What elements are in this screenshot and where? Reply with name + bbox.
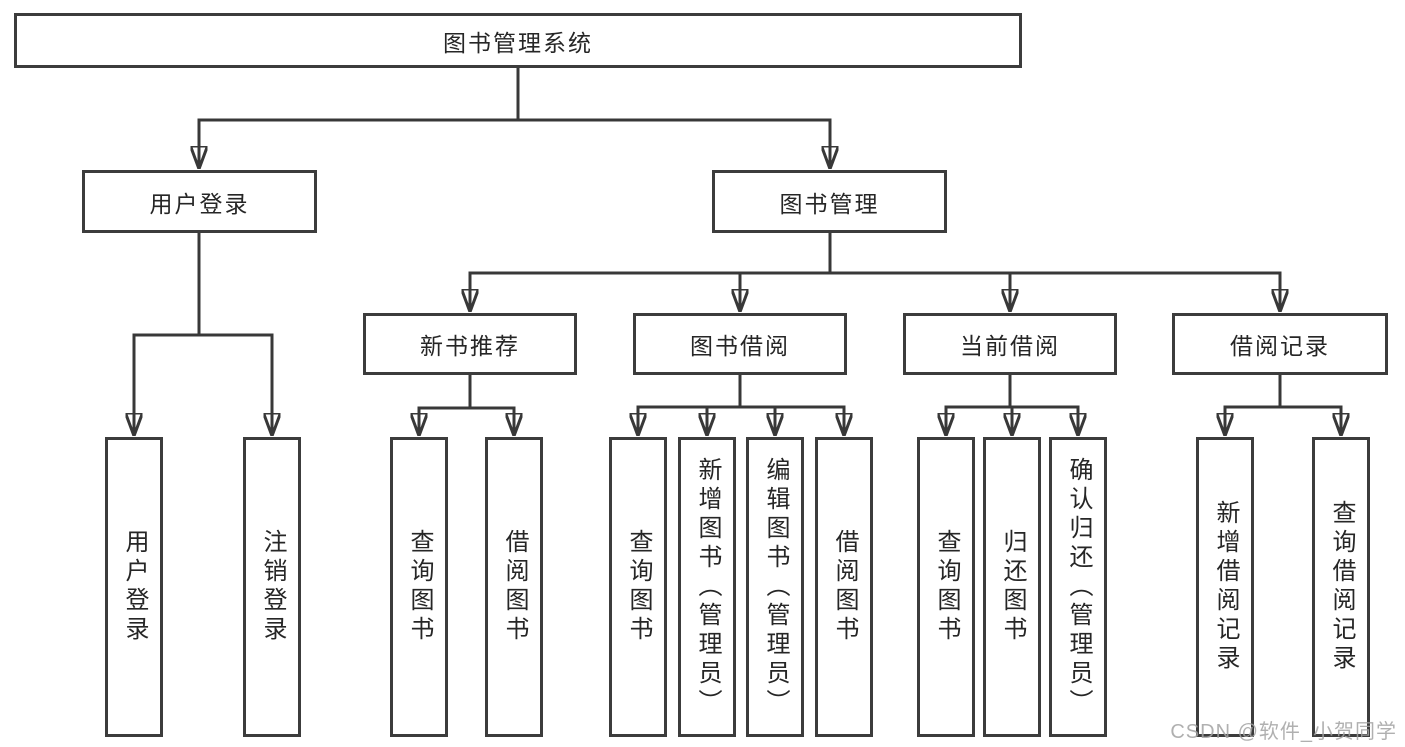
leaf-cb-confirm-return-admin: 确认归还（管理员）	[1049, 437, 1107, 737]
leaf-logout: 注销登录	[243, 437, 301, 737]
leaf-label: 查询图书	[933, 529, 960, 645]
leaf-bb-add-books-admin: 新增图书（管理员）	[678, 437, 736, 737]
leaf-label: 用户登录	[121, 529, 148, 645]
node-borrowing-records: 借阅记录	[1172, 313, 1388, 375]
leaf-label: 编辑图书（管理员）	[762, 456, 789, 718]
leaf-label: 查询图书	[625, 529, 652, 645]
leaf-label: 确认归还（管理员）	[1065, 456, 1092, 718]
node-label: 图书管理系统	[443, 29, 593, 56]
node-label: 新书推荐	[420, 333, 520, 359]
leaf-user-login: 用户登录	[105, 437, 163, 737]
node-book-borrowing: 图书借阅	[633, 313, 847, 375]
leaf-nb-query-books: 查询图书	[390, 437, 448, 737]
leaf-label: 借阅图书	[831, 529, 858, 645]
leaf-nb-borrow-books: 借阅图书	[485, 437, 543, 737]
leaf-bb-edit-books-admin: 编辑图书（管理员）	[746, 437, 804, 737]
node-user-login: 用户登录	[82, 170, 317, 233]
node-label: 图书管理	[779, 190, 880, 217]
node-label: 用户登录	[149, 190, 250, 217]
node-label: 借阅记录	[1230, 333, 1330, 359]
leaf-label: 借阅图书	[501, 529, 528, 645]
leaf-br-add-record: 新增借阅记录	[1196, 437, 1254, 737]
csdn-watermark: CSDN @软件_小贺同学	[1170, 721, 1397, 743]
leaf-cb-return-books: 归还图书	[983, 437, 1041, 737]
leaf-cb-query-books: 查询图书	[917, 437, 975, 737]
node-label: 图书借阅	[690, 333, 790, 359]
leaf-bb-query-books: 查询图书	[609, 437, 667, 737]
leaf-label: 注销登录	[259, 529, 286, 645]
leaf-label: 归还图书	[999, 529, 1026, 645]
node-current-borrowing: 当前借阅	[903, 313, 1117, 375]
leaf-label: 查询借阅记录	[1328, 500, 1355, 674]
leaf-label: 查询图书	[406, 529, 433, 645]
node-label: 当前借阅	[960, 333, 1060, 359]
leaf-label: 新增借阅记录	[1212, 500, 1239, 674]
leaf-bb-borrow-books: 借阅图书	[815, 437, 873, 737]
node-root-library-system: 图书管理系统	[14, 13, 1022, 68]
node-book-management: 图书管理	[712, 170, 947, 233]
node-new-book-recommend: 新书推荐	[363, 313, 577, 375]
leaf-br-query-record: 查询借阅记录	[1312, 437, 1370, 737]
leaf-label: 新增图书（管理员）	[694, 456, 721, 718]
